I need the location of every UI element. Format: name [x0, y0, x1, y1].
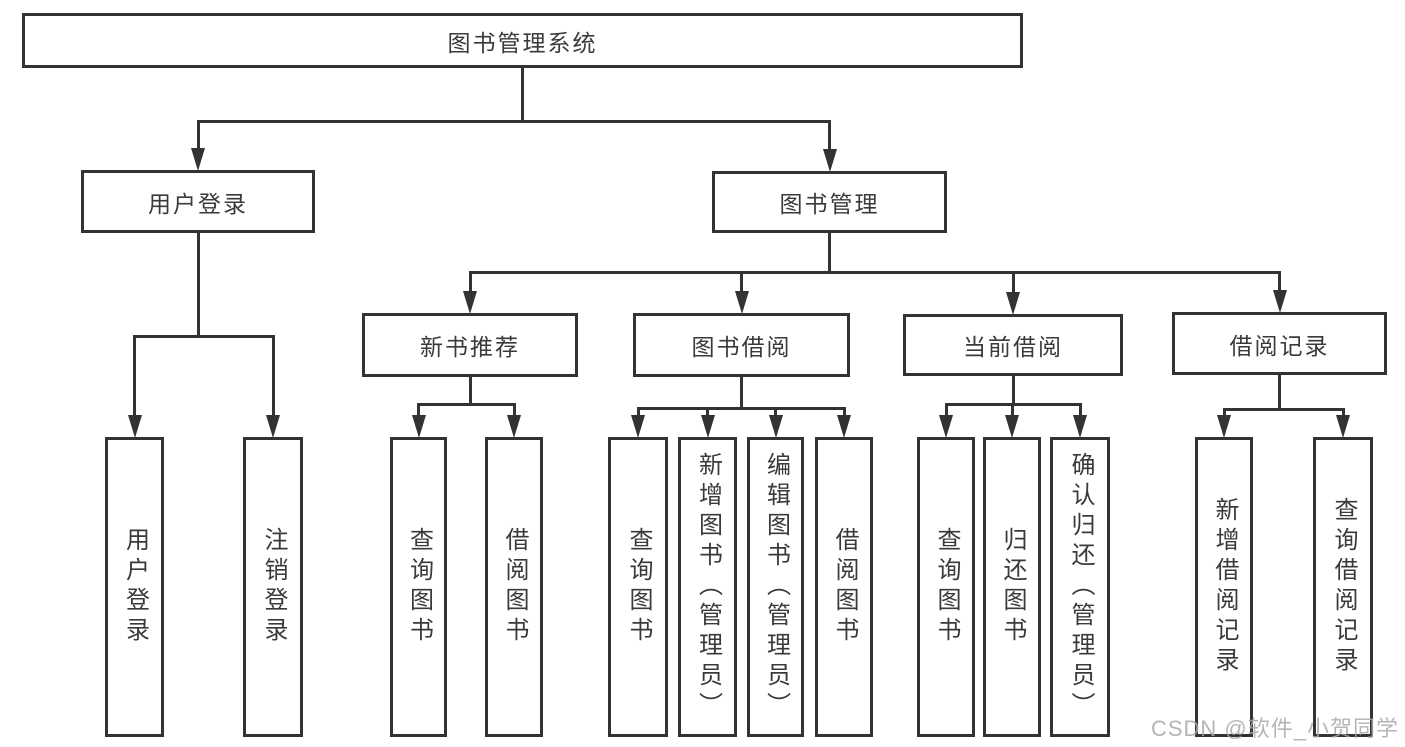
- connector-line-v: [1011, 271, 1015, 297]
- connector-line-v: [828, 232, 831, 274]
- connector-line-h: [468, 271, 1281, 274]
- connector-line-v: [1278, 374, 1281, 411]
- connector-line-v: [774, 407, 777, 420]
- node-cb-confirm: 确认归还（管理员）: [1050, 437, 1110, 737]
- connector-line-h: [636, 407, 846, 410]
- node-current-borrow: 当前借阅: [903, 314, 1123, 376]
- node-label: 图书管理: [779, 191, 880, 217]
- connector-line-h: [417, 403, 516, 406]
- connector-line-v: [468, 376, 472, 406]
- connector-line-v: [944, 403, 948, 420]
- node-label: 编辑图书（管理员）: [762, 452, 790, 722]
- node-label: 新增图书（管理员）: [694, 452, 722, 722]
- arrowhead-down-icon: [1336, 415, 1350, 438]
- node-ul-logout: 注销登录: [243, 437, 303, 737]
- connector-line-v: [196, 232, 200, 338]
- node-nr-query: 查询图书: [390, 437, 447, 737]
- arrowhead-down-icon: [507, 415, 521, 438]
- connector-line-v: [512, 403, 516, 420]
- node-label: 新书推荐: [420, 334, 520, 360]
- connector-line-v: [828, 120, 831, 154]
- connector-line-v: [740, 376, 743, 410]
- node-label: 查询图书: [625, 527, 652, 647]
- node-nr-borrow: 借阅图书: [485, 437, 543, 737]
- connector-line-v: [1078, 403, 1082, 420]
- node-label: 借阅图书: [831, 527, 858, 647]
- arrowhead-down-icon: [1272, 290, 1287, 313]
- arrowhead-down-icon: [266, 415, 280, 438]
- arrowhead-down-icon: [631, 415, 645, 438]
- arrowhead-down-icon: [939, 415, 953, 438]
- arrowhead-down-icon: [822, 149, 837, 172]
- node-borrow-records: 借阅记录: [1172, 312, 1387, 375]
- node-label: 确认归还（管理员）: [1067, 452, 1094, 722]
- connector-line-v: [706, 407, 709, 420]
- node-label: 当前借阅: [963, 334, 1063, 360]
- node-label: 注销登录: [260, 527, 287, 647]
- connector-line-v: [271, 335, 275, 420]
- node-label: 查询图书: [933, 527, 960, 647]
- node-ul-login: 用户登录: [105, 437, 164, 737]
- node-br-query: 查询借阅记录: [1313, 437, 1373, 737]
- connector-line-h: [133, 335, 275, 338]
- connector-line-v: [1278, 271, 1281, 295]
- connector-line-v: [468, 271, 472, 296]
- node-bb-add: 新增图书（管理员）: [678, 437, 737, 737]
- node-user-login: 用户登录: [81, 170, 315, 233]
- node-book-mgmt: 图书管理: [712, 171, 947, 233]
- node-root: 图书管理系统: [22, 13, 1023, 68]
- arrowhead-down-icon: [1006, 292, 1020, 315]
- node-label: 用户登录: [121, 527, 149, 647]
- connector-line-v: [1010, 403, 1014, 420]
- node-label: 图书借阅: [691, 334, 792, 360]
- connector-line-v: [417, 403, 420, 420]
- node-label: 图书管理系统: [447, 29, 598, 56]
- connector-line-v: [196, 120, 200, 153]
- node-label: 借阅记录: [1229, 332, 1330, 359]
- node-br-add: 新增借阅记录: [1195, 437, 1253, 737]
- node-bb-edit: 编辑图书（管理员）: [747, 437, 804, 737]
- connector-line-v: [1011, 375, 1015, 406]
- arrowhead-down-icon: [411, 415, 426, 438]
- arrowhead-down-icon: [127, 415, 142, 438]
- connector-line-v: [636, 407, 640, 420]
- node-cb-query: 查询图书: [917, 437, 975, 737]
- connector-line-h: [1222, 408, 1345, 411]
- connector-line-v: [740, 271, 743, 296]
- arrowhead-down-icon: [1073, 415, 1087, 438]
- arrowhead-down-icon: [1217, 415, 1231, 438]
- connector-line-v: [1341, 408, 1345, 420]
- connector-line-v: [521, 67, 524, 123]
- node-label: 查询图书: [405, 527, 433, 647]
- connector-line-h: [196, 120, 831, 123]
- node-label: 查询借阅记录: [1330, 497, 1357, 677]
- connector-line-v: [133, 335, 136, 420]
- node-label: 用户登录: [148, 190, 248, 217]
- node-new-book-rec: 新书推荐: [362, 313, 578, 377]
- node-bb-borrow: 借阅图书: [815, 437, 873, 737]
- node-label: 新增借阅记录: [1211, 497, 1238, 677]
- node-cb-return: 归还图书: [983, 437, 1041, 737]
- watermark: CSDN @软件_小贺同学: [1150, 716, 1399, 741]
- arrowhead-down-icon: [463, 291, 477, 314]
- node-book-borrow: 图书借阅: [633, 313, 850, 377]
- arrowhead-down-icon: [191, 148, 205, 171]
- connector-line-v: [842, 407, 846, 420]
- arrowhead-down-icon: [700, 415, 715, 438]
- node-label: 借阅图书: [501, 527, 528, 647]
- arrowhead-down-icon: [768, 415, 783, 438]
- connector-line-v: [1222, 408, 1226, 420]
- arrowhead-down-icon: [1005, 415, 1019, 438]
- node-bb-query: 查询图书: [608, 437, 668, 737]
- arrowhead-down-icon: [734, 291, 749, 314]
- arrowhead-down-icon: [837, 415, 851, 438]
- node-label: 归还图书: [999, 527, 1026, 647]
